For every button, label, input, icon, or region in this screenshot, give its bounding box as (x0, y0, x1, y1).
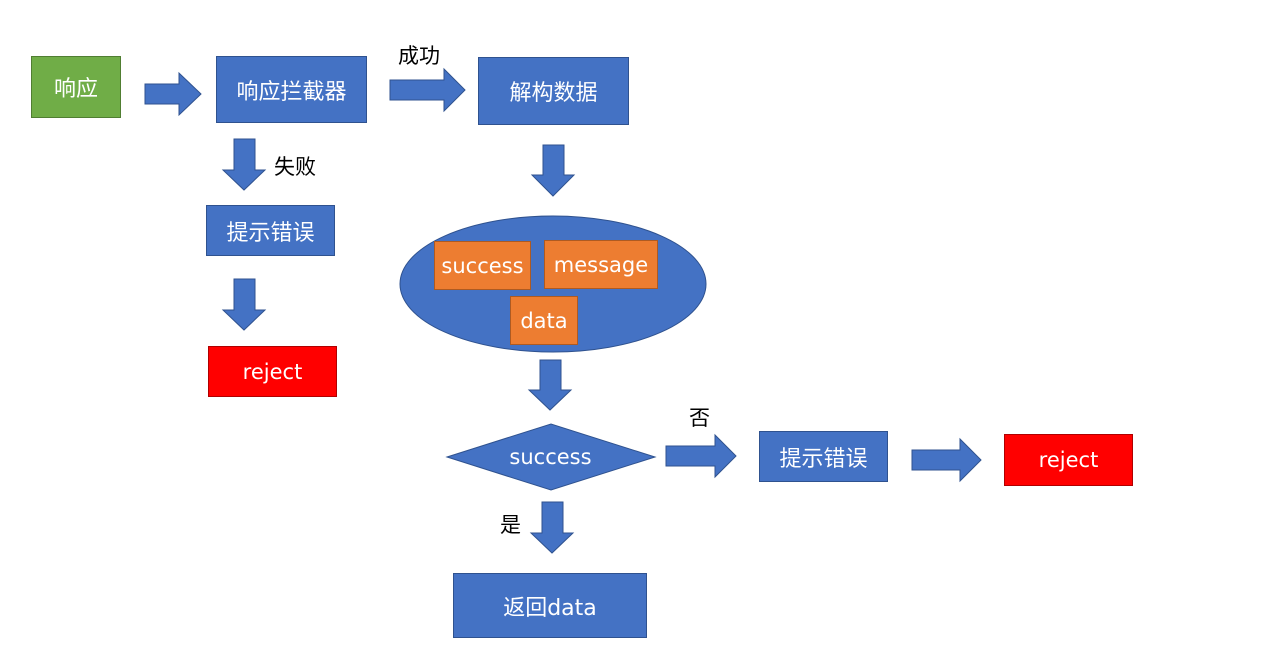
interceptor-node: 响应拦截器 (216, 56, 367, 123)
arrow-down-1 (221, 138, 267, 191)
label-success: 成功 (398, 44, 440, 68)
decision-label: success (509, 445, 592, 469)
error-node-right: 提示错误 (759, 431, 888, 482)
reject-node-right: reject (1004, 434, 1133, 486)
arrow-right-2 (389, 67, 466, 113)
reject-node-left: reject (208, 346, 337, 397)
error-node-left: 提示错误 (206, 205, 335, 256)
response-node: 响应 (31, 56, 121, 118)
arrow-down-4 (527, 359, 573, 411)
arrow-right-4 (911, 437, 982, 483)
success-field: success (434, 241, 531, 290)
message-field: message (544, 240, 658, 289)
return-data-node: 返回data (453, 573, 647, 638)
arrow-right-3 (665, 433, 737, 479)
data-field: data (510, 296, 578, 345)
decision-diamond (445, 423, 657, 491)
arrow-down-5 (529, 501, 575, 554)
arrow-down-3 (530, 144, 576, 197)
label-fail: 失败 (274, 155, 316, 179)
label-yes: 是 (500, 513, 521, 537)
arrow-right-1 (144, 71, 202, 117)
destructure-node: 解构数据 (478, 57, 629, 125)
label-no: 否 (689, 406, 710, 430)
arrow-down-2 (221, 278, 267, 331)
